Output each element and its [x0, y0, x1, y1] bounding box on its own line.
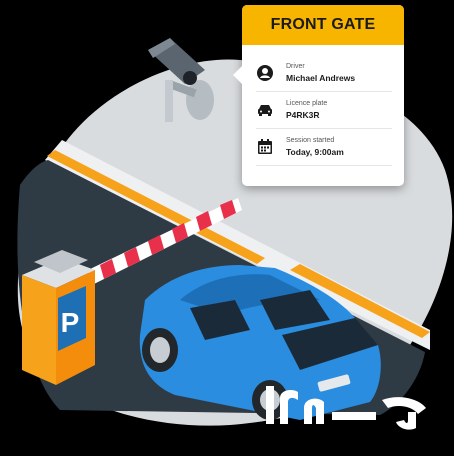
booth-sign-letter: P [61, 307, 80, 338]
security-camera [148, 38, 214, 122]
driver-label: Driver [286, 63, 305, 70]
car-icon [258, 105, 272, 116]
session-value: Today, 9:00am [286, 147, 344, 157]
road-stripe-2 [290, 264, 430, 338]
card-header: FRONT GATE [242, 5, 404, 45]
parking-booth: P [22, 250, 95, 385]
card-title: FRONT GATE [270, 16, 376, 33]
blue-car [139, 265, 381, 420]
licence-plate-row: Licence plate P4RK3R [256, 92, 392, 129]
road-stripe [47, 150, 265, 264]
barrier-arm [88, 198, 242, 285]
calendar-icon [258, 139, 272, 154]
card-pointer [233, 65, 243, 85]
gate-info-card: FRONT GATE Driver Michael Andrews Licenc… [233, 5, 404, 186]
user-icon [257, 65, 273, 81]
licence-plate-value: P4RK3R [286, 110, 320, 120]
driver-value: Michael Andrews [286, 73, 356, 83]
driver-row: Driver Michael Andrews [256, 55, 392, 92]
session-row: Session started Today, 9:00am [256, 129, 392, 166]
licence-plate-label: Licence plate [286, 100, 328, 107]
watermark-logo [266, 386, 426, 430]
session-label: Session started [286, 137, 335, 144]
